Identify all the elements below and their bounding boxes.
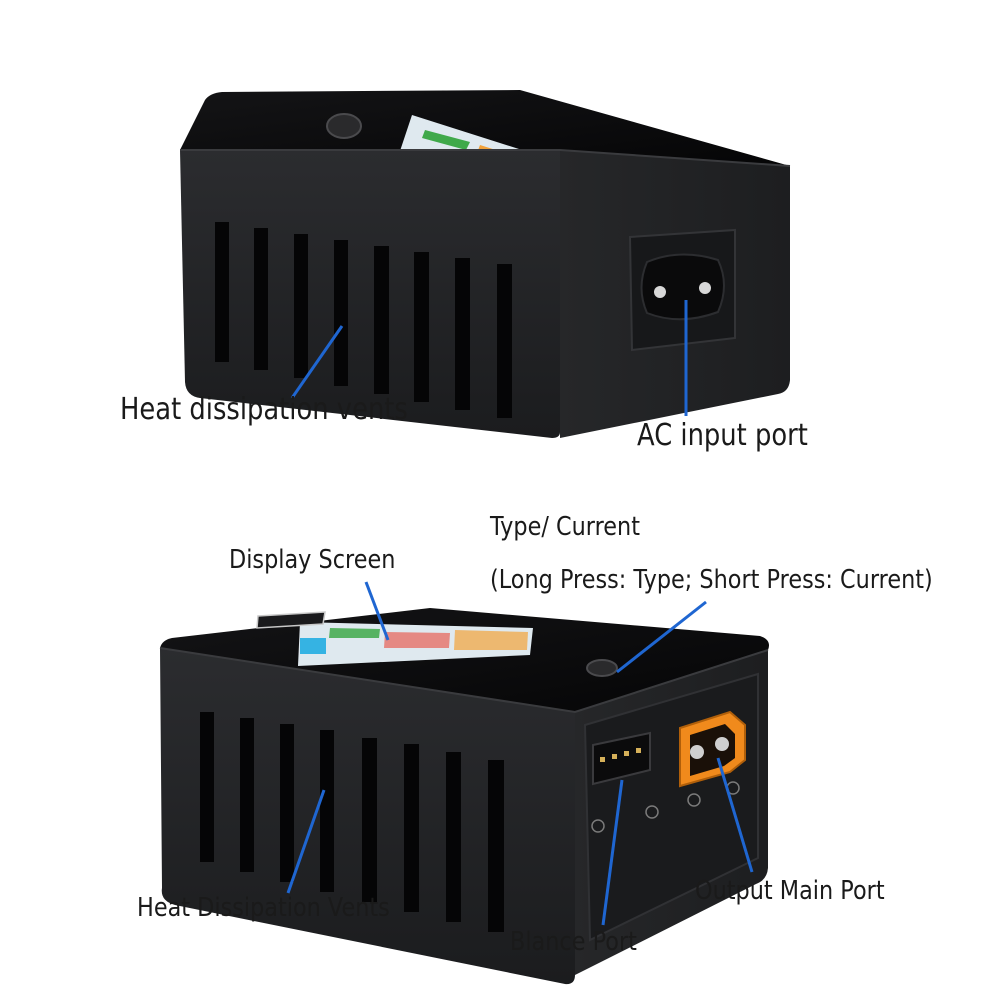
label-output-main-port: Output Main Port bbox=[695, 876, 885, 906]
type-curr-button-bottom bbox=[586, 659, 618, 677]
callout-vents-bottom bbox=[286, 789, 326, 894]
callouts-top bbox=[290, 300, 688, 416]
label-type-current-title: Type/ Current bbox=[490, 512, 640, 542]
charger-bottom-view bbox=[159, 608, 769, 985]
label-ac-input-port: AC input port bbox=[637, 418, 808, 453]
output-main-port bbox=[679, 710, 746, 788]
type-curr-button-top bbox=[326, 113, 362, 139]
balance-port bbox=[592, 731, 651, 786]
callout-display-screen bbox=[364, 581, 390, 641]
ac-input-port bbox=[628, 228, 736, 352]
callouts-bottom bbox=[286, 581, 754, 926]
callout-vents-top bbox=[290, 325, 344, 399]
heat-vents-top bbox=[215, 222, 512, 418]
heat-vents-bottom bbox=[200, 712, 504, 932]
label-heat-vents-top: Heat dissipation vents bbox=[120, 392, 408, 427]
label-display-screen: Display Screen bbox=[229, 545, 396, 575]
callout-type-button bbox=[616, 600, 707, 674]
label-type-current-desc: (Long Press: Type; Short Press: Current) bbox=[490, 565, 933, 595]
label-balance-port: Blance Port bbox=[510, 927, 637, 957]
charger-top-view bbox=[180, 90, 791, 438]
display-screen-bottom bbox=[256, 611, 533, 666]
label-heat-vents-bottom: Heat Dissipation Vents bbox=[137, 893, 390, 923]
callout-output-port bbox=[716, 757, 754, 873]
callout-balance-port bbox=[601, 779, 624, 926]
